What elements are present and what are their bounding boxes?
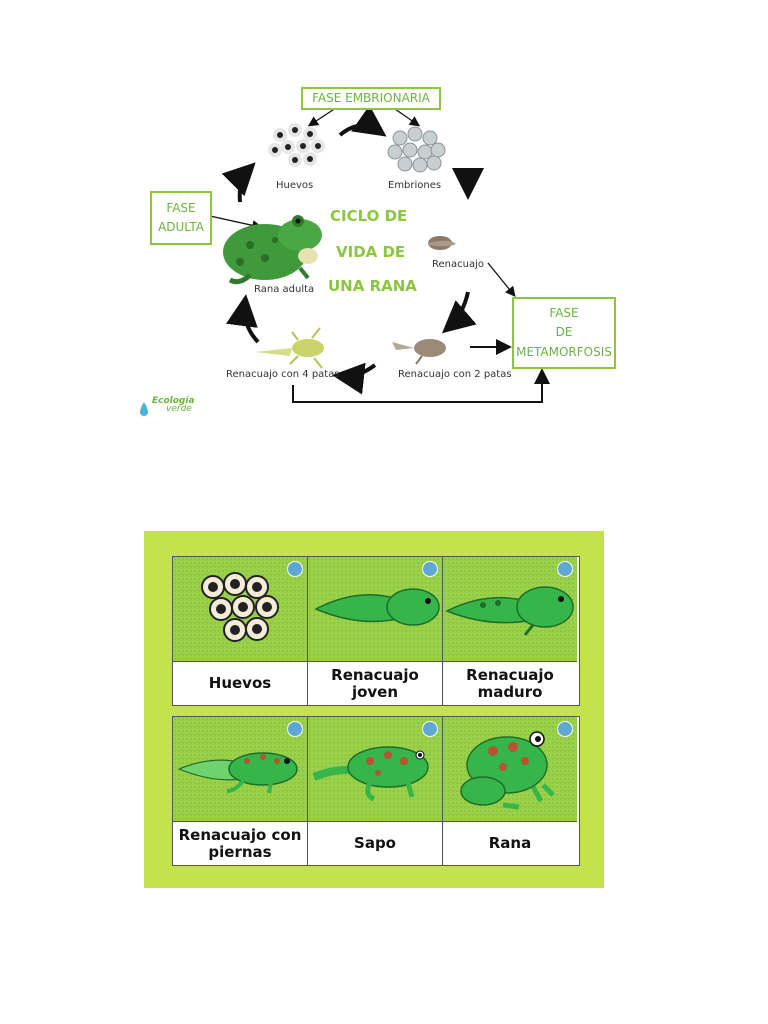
card-badge-icon [287, 721, 303, 737]
card-badge-icon [422, 561, 438, 577]
phase-metamorphosis-line-2: DE [555, 325, 573, 340]
card-mature-tadpole-image [443, 557, 577, 661]
cycle-title-line-1: CICLO DE [330, 207, 408, 225]
arrow-embryos-tadpole [451, 167, 484, 200]
cards-row-2: Renacuajo con piernas Sapo Rana [172, 716, 580, 866]
tadpole-4-legs-illustration [255, 327, 324, 369]
arrow-eggs-embryos [338, 105, 387, 137]
stage-adult-frog-label: Rana adulta [254, 284, 315, 295]
card-young-tadpole-label: Renacuajo joven [308, 661, 442, 705]
logo-text-line-1: Ecología [152, 396, 195, 406]
cards-row-1-separator-2 [442, 557, 443, 705]
phase-metamorphosis-line-1: FASE [549, 306, 579, 321]
adult-frog-illustration [223, 215, 322, 285]
card-badge-icon [422, 721, 438, 737]
phase-embryonic-box: FASE EMBRIONARIA [301, 87, 441, 110]
card-young-tadpole-illustration [314, 588, 440, 626]
card-mature-tadpole-label: Renacuajo maduro [443, 661, 577, 705]
cycle-title-line-3: UNA RANA [328, 277, 417, 295]
cards-row-2-separator-1 [307, 717, 308, 865]
card-toad-image [308, 717, 442, 821]
phase-adult-line-1: FASE [166, 200, 196, 215]
card-mature-tadpole-illustration [445, 586, 574, 636]
card-eggs-image [173, 557, 307, 661]
phase-metamorphosis-line-3: METAMORFOSIS [516, 344, 612, 359]
logo-text-line-2: verde [166, 403, 192, 414]
eggs-illustration [268, 123, 325, 167]
stage-tadpole-4-legs-label: Renacuajo con 4 patas [226, 369, 340, 380]
phase-adult-box: FASE ADULTA [150, 191, 212, 245]
embryos-illustration [387, 126, 446, 173]
tadpole-illustration [428, 236, 456, 250]
card-toad-label: Sapo [308, 821, 442, 865]
stage-embryos-label: Embriones [388, 180, 442, 191]
life-cycle-diagram: FASE EMBRIONARIA FASE ADULTA FASE DE MET… [130, 80, 630, 420]
tadpole-2-legs-illustration [392, 339, 446, 365]
card-tadpole-legs-image [173, 717, 307, 821]
card-toad-illustration [312, 746, 429, 802]
cards-row-1-separator-1 [307, 557, 308, 705]
arrow-tadpole-2legs [441, 291, 477, 334]
card-tadpole-legs-illustration [177, 752, 298, 794]
stage-tadpole-label: Renacuajo [432, 259, 484, 270]
card-eggs-label: Huevos [173, 661, 307, 705]
card-frog-label: Rana [443, 821, 577, 865]
card-young-tadpole-image [308, 557, 442, 661]
cycle-arrows [140, 101, 550, 416]
card-eggs-illustration [201, 572, 279, 642]
ecologia-verde-logo: Ecología verde [152, 396, 195, 414]
phase-metamorphosis-box: FASE DE METAMORFOSIS [512, 297, 616, 369]
stage-tadpole-2-legs-label: Renacuajo con 2 patas [398, 369, 512, 380]
cards-row-1: Huevos Renacuajo joven Renacuajo maduro [172, 556, 580, 706]
card-badge-icon [557, 721, 573, 737]
arrow-2legs-4legs [332, 362, 377, 395]
phase-embryonic-label: FASE EMBRIONARIA [312, 90, 430, 105]
card-badge-icon [287, 561, 303, 577]
frog-stages-cards: Huevos Renacuajo joven Renacuajo maduro [144, 531, 604, 888]
arrow-adult-eggs [221, 162, 256, 203]
phase-adult-line-2: ADULTA [158, 220, 204, 234]
logo-drop-icon [140, 402, 148, 416]
cycle-title-line-2: VIDA DE [336, 243, 406, 261]
card-frog-image [443, 717, 577, 821]
stage-eggs-label: Huevos [276, 180, 314, 191]
card-tadpole-legs-label: Renacuajo con piernas [173, 821, 307, 865]
cards-row-2-separator-2 [442, 717, 443, 865]
card-badge-icon [557, 561, 573, 577]
arrow-4legs-adult [226, 294, 260, 344]
card-frog-illustration [460, 731, 555, 810]
